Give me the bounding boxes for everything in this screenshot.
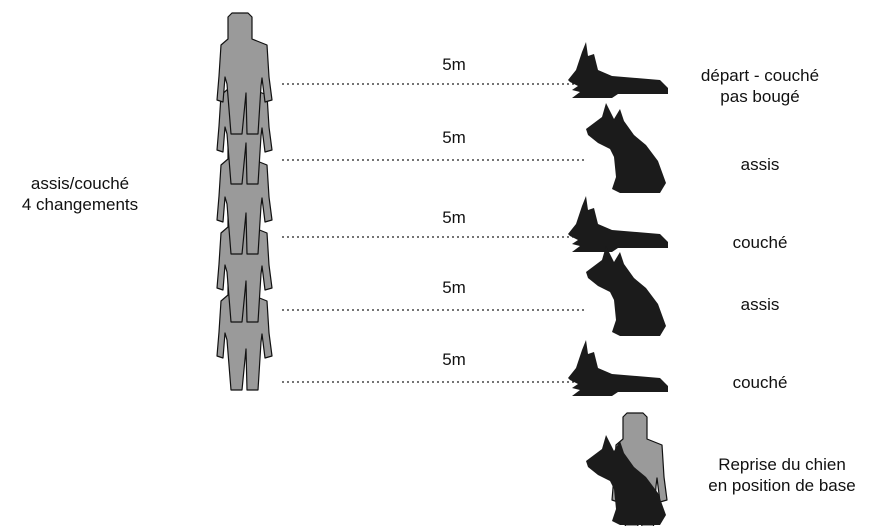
step-label-line1: assis xyxy=(740,155,780,174)
step-label-line1: départ - couché xyxy=(700,66,820,85)
final-handler-with-dog xyxy=(586,412,668,526)
dog-lying-down-icon xyxy=(568,340,668,396)
distance-label: 5m xyxy=(442,350,466,369)
dogs xyxy=(568,42,668,396)
step-label: assis xyxy=(715,294,805,315)
step-label: départ - couché pas bougé xyxy=(670,65,850,107)
distance-label: 5m xyxy=(442,208,466,227)
distance-lines xyxy=(282,83,584,383)
step-label-line2: pas bougé xyxy=(720,87,800,106)
distance-label: 5m xyxy=(442,128,466,147)
dog-sitting-icon xyxy=(586,246,666,336)
step-label: couché xyxy=(715,372,805,393)
handler-stack xyxy=(216,12,273,391)
step-label: couché xyxy=(715,232,805,253)
step-label-line1: couché xyxy=(732,373,788,392)
distance-label: 5m xyxy=(442,55,466,74)
final-step-label: Reprise du chien en position de base xyxy=(680,454,884,496)
exercise-label: assis/couché 4 changements xyxy=(0,173,160,215)
final-step-label-line2: en position de base xyxy=(708,476,856,495)
step-label-line1: assis xyxy=(740,295,780,314)
dog-lying-down-icon xyxy=(568,196,668,252)
dog-sitting-icon xyxy=(586,103,666,193)
dog-lying-down-icon xyxy=(568,42,668,98)
final-step-label-line1: Reprise du chien xyxy=(718,455,846,474)
exercise-label-line2: 4 changements xyxy=(21,195,139,214)
step-label: assis xyxy=(715,154,805,175)
exercise-label-line1: assis/couché xyxy=(30,174,130,193)
distance-label: 5m xyxy=(442,278,466,297)
step-label-line1: couché xyxy=(732,233,788,252)
